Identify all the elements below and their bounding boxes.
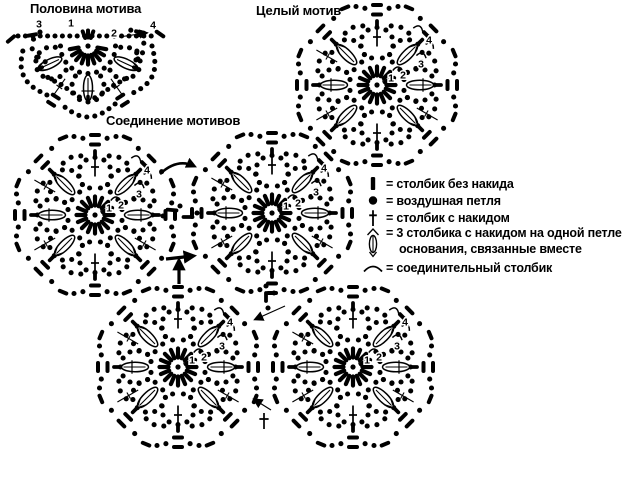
round-number-label: 4 xyxy=(150,20,156,32)
whole-motif-title: Целый мотив xyxy=(256,3,342,18)
legend-label-line2: основания, связанные вместе xyxy=(399,241,582,256)
round-number-label: 2 xyxy=(111,28,117,40)
round-number-label: 3 xyxy=(136,189,142,201)
legend-label: = столбик без накида xyxy=(386,176,514,191)
round-number-label: 3 xyxy=(219,341,225,353)
legend-item-single-crochet: = столбик без накида xyxy=(360,175,622,192)
round-number-label: 3 xyxy=(36,19,42,31)
double-crochet-icon xyxy=(360,209,386,227)
round-number-label: 2 xyxy=(118,200,124,212)
slip-stitch-icon xyxy=(360,260,386,275)
round-number-label: 1 xyxy=(388,73,394,85)
round-number-label: 1 xyxy=(106,203,112,215)
join-pointer-upper xyxy=(253,305,286,321)
join-pointer-lower xyxy=(252,398,272,411)
round-number-label: 4 xyxy=(144,165,150,177)
round-number-label: 4 xyxy=(426,35,432,47)
round-number-label: 3 xyxy=(418,59,424,71)
legend-label: = столбик с накидом xyxy=(386,210,510,225)
round-number-label: 1 xyxy=(364,355,370,367)
round-number-label: 4 xyxy=(227,317,233,329)
legend-item-double-crochet: = столбик с накидом xyxy=(360,209,622,226)
join-motifs-title: Соединение мотивов xyxy=(106,113,241,128)
round-number-label: 2 xyxy=(201,352,207,364)
chain-stitch-icon xyxy=(360,192,386,209)
join-annotations xyxy=(118,29,286,429)
legend-item-chain: = воздушная петля xyxy=(360,192,622,209)
join-arrow-curved xyxy=(159,157,197,175)
round-number-label: 3 xyxy=(394,341,400,353)
round-number-label: 4 xyxy=(321,163,327,175)
join-arrow-right xyxy=(165,250,198,264)
single-crochet-icon xyxy=(360,175,386,192)
round-number-label: 1 xyxy=(189,355,195,367)
legend-label-line1: = 3 столбика с накидом на одной петле xyxy=(386,226,622,240)
round-number-label: 2 xyxy=(400,70,406,82)
legend-label: = воздушная петля xyxy=(386,193,501,208)
round-number-label: 2 xyxy=(376,352,382,364)
round-number-label: 1 xyxy=(283,201,289,213)
round-number-label: 4 xyxy=(402,317,408,329)
round-number-label: 3 xyxy=(313,187,319,199)
half-motif-title: Половина мотива xyxy=(30,1,142,16)
round-number-label: 2 xyxy=(295,198,301,210)
legend-item-slip-stitch: = соединительный столбик xyxy=(360,259,622,276)
stitch-legend: = столбик без накида = воздушная петля =… xyxy=(360,175,622,276)
cluster-3dc-icon xyxy=(360,226,386,258)
half-motif: 3 1 2 4 xyxy=(5,16,166,120)
legend-label: = соединительный столбик xyxy=(386,260,553,275)
round-number-label: 1 xyxy=(68,18,74,30)
half-motif-row-arrow xyxy=(118,29,149,39)
